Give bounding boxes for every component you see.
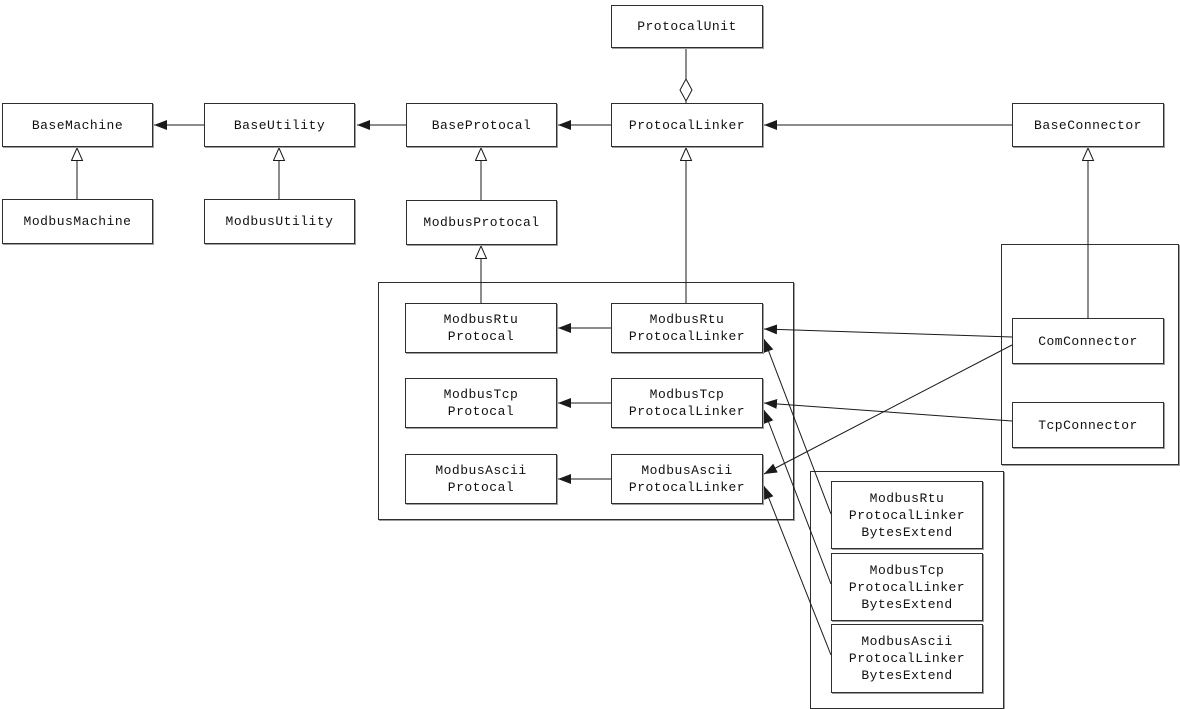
class-base-protocal: BaseProtocal [406,103,557,147]
class-label-line: ModbusRtu [649,312,725,327]
class-label-line: Protocal [447,480,515,495]
class-label: BaseConnector [1034,117,1142,133]
edge-tcpconnector-tcplinker [763,398,1013,422]
class-label-line: ProtocalLinker [848,507,966,523]
class-protocal-unit: ProtocalUnit [611,5,763,48]
modbus-protocal-group-box [378,282,794,520]
class-label: ModbusProtocal [423,215,540,230]
class-label-line: ProtocalLinker [848,579,966,595]
class-label-line: ModbusTcp [649,387,725,402]
class-label-line: ModbusAscii [641,463,733,478]
class-label-line: ProtocalLinker [848,651,966,666]
class-modbus-ascii-protocal-linker-bytes-extend: ModbusAscii ProtocalLinker BytesExtend [831,624,983,693]
class-modbus-rtu-protocal-linker: ModbusRtu ProtocalLinker [611,303,763,353]
class-label: BaseMachine [31,117,124,133]
class-modbus-rtu-protocal-linker-bytes-extend: ModbusRtu ProtocalLinker BytesExtend [831,481,983,549]
class-base-connector: BaseConnector [1012,103,1164,147]
class-modbus-machine: ModbusMachine [2,199,153,244]
class-tcp-connector: TcpConnector [1012,402,1164,448]
class-label-line: Protocal [447,329,515,344]
class-label-line: ModbusTcp [869,562,945,578]
class-label: ProtocalUnit [637,19,737,34]
class-label-line: ModbusRtu [869,490,945,506]
class-label-line: ModbusAscii [861,634,953,649]
class-base-utility: BaseUtility [204,103,355,147]
class-modbus-tcp-protocal-linker-bytes-extend: ModbusTcp ProtocalLinker BytesExtend [831,553,983,621]
class-modbus-tcp-protocal: ModbusTcp Protocal [405,378,557,428]
class-label-line: ProtocalLinker [628,480,746,495]
class-label: ProtocalLinker [628,117,746,133]
class-label: BaseProtocal [431,117,532,133]
class-label-line: Protocal [447,404,515,419]
class-modbus-tcp-protocal-linker: ModbusTcp ProtocalLinker [611,378,763,428]
class-label: TcpConnector [1038,417,1138,433]
edge-comconnector-asciilinker [763,344,1013,475]
class-label-line: ModbusRtu [443,312,519,327]
class-label-line: ModbusAscii [435,463,527,478]
class-com-connector: ComConnector [1012,318,1164,364]
connector-group-box [1001,244,1179,465]
class-label: BaseUtility [233,117,326,133]
edge-asciibytes-asciilinker [763,485,832,656]
class-label-line: BytesExtend [861,524,953,540]
class-label-line: BytesExtend [861,668,953,683]
class-modbus-utility: ModbusUtility [204,199,355,244]
class-modbus-ascii-protocal-linker: ModbusAscii ProtocalLinker [611,454,763,504]
aggregation-diamond [679,77,693,103]
edge-comconnector-rtulinker [763,324,1013,338]
class-label-line: ModbusTcp [443,387,519,402]
class-modbus-protocal: ModbusProtocal [406,200,557,245]
class-label-line: BytesExtend [861,596,953,612]
class-modbus-ascii-protocal: ModbusAscii Protocal [405,454,557,504]
class-label: ModbusMachine [23,214,132,229]
class-modbus-rtu-protocal: ModbusRtu Protocal [405,303,557,353]
edge-tcpbytes-tcplinker [763,409,832,585]
edge-rtubytes-rtulinker [763,338,832,515]
class-base-machine: BaseMachine [2,103,153,147]
class-protocal-linker: ProtocalLinker [611,103,763,147]
class-label: ComConnector [1038,333,1138,349]
class-label: ModbusUtility [225,214,334,229]
class-label-line: ProtocalLinker [628,404,746,419]
class-label-line: ProtocalLinker [628,329,746,344]
